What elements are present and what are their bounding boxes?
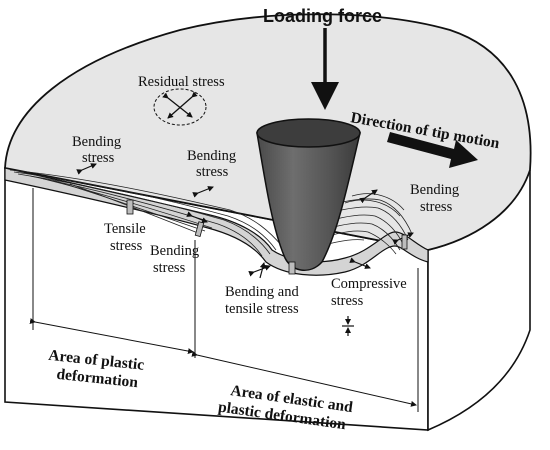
label-bending-left-2: stress [82,150,115,166]
label-bending-mid-1: Bending [187,148,236,164]
indenter-tip [256,118,361,271]
label-bending-right-2: stress [420,199,453,215]
label-bending-right-1: Bending [410,182,459,198]
label-tensile-1: Tensile [104,221,146,237]
label-bending-low-2: stress [153,260,186,276]
residual-stress-cross-icon [153,88,207,126]
loading-force-arrow [311,28,339,110]
label-bending-mid-2: stress [196,164,229,180]
label-tensile-2: stress [110,238,143,254]
label-compressive-2: stress [331,293,364,309]
direction-arrow [387,132,478,168]
label-bending-tensile-2: tensile stress [225,301,299,317]
dimension-lines [29,188,419,412]
label-bending-low-1: Bending [150,243,199,259]
stress-element-markers [126,199,408,275]
label-bending-left-1: Bending [72,134,121,150]
label-residual-stress: Residual stress [138,74,225,90]
label-compressive-1: Compressive [331,276,407,292]
label-bending-tensile-1: Bending and [225,284,299,300]
scratch-groove [4,167,429,276]
label-loading-force: Loading force [263,6,382,26]
